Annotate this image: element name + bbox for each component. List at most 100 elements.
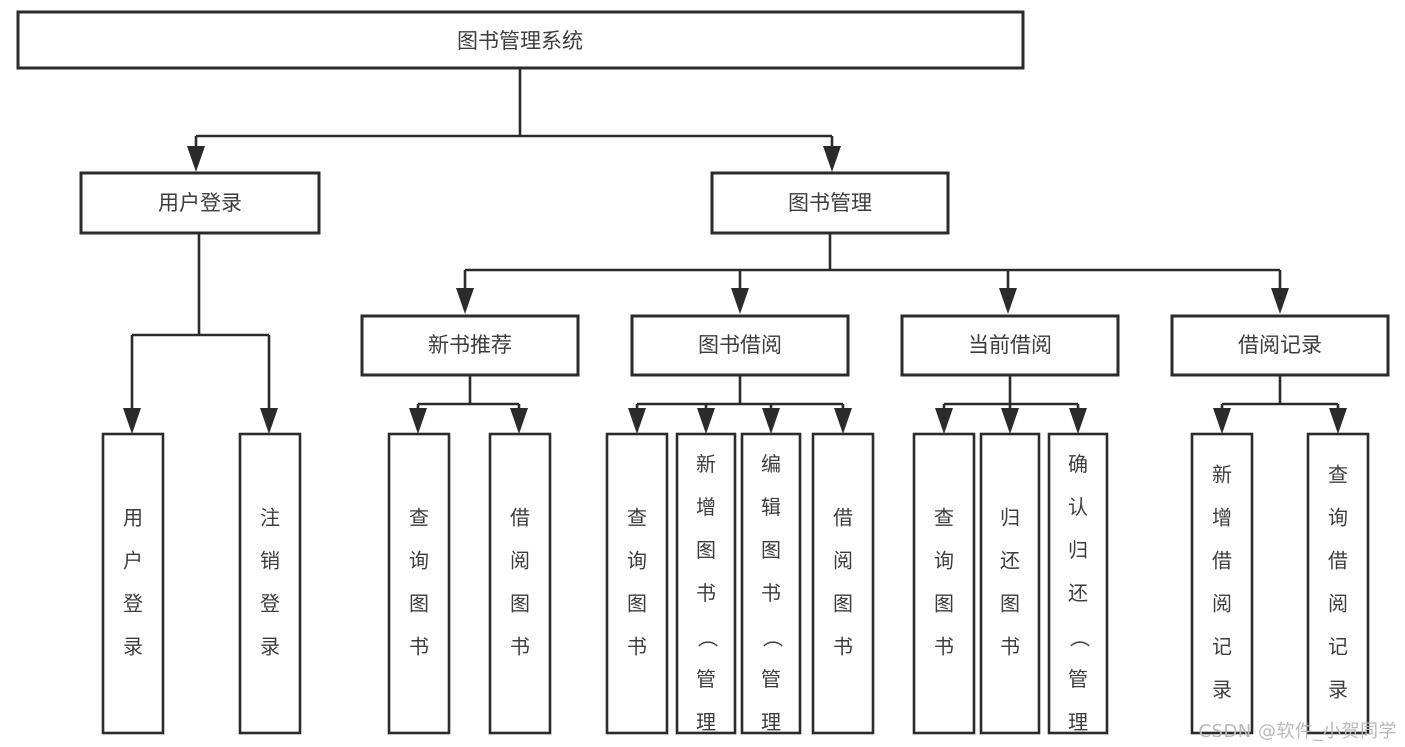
arrow-leaf-bookborrow-4 <box>834 408 852 434</box>
arrow-to-user-login <box>187 146 205 172</box>
leaf-current-borrow-2[interactable] <box>979 432 1041 735</box>
svg-text:归: 归 <box>1000 506 1020 530</box>
svg-text:询: 询 <box>1328 506 1348 530</box>
nodes-layer: 图书管理系统 用户登录 图书管理 新书推荐 图书借阅 <box>16 10 1390 735</box>
leaf-book-borrow-3[interactable] <box>740 432 802 735</box>
leaf-current-borrow-3-box[interactable] <box>1047 432 1109 735</box>
svg-text:增: 增 <box>696 495 716 519</box>
svg-text:记: 记 <box>1328 635 1348 659</box>
svg-text:辑: 辑 <box>761 495 781 519</box>
leaf-borrow-record-2[interactable] <box>1306 432 1370 735</box>
svg-text:销: 销 <box>260 549 280 573</box>
svg-text:录: 录 <box>123 635 143 659</box>
leaf-new-book-2[interactable] <box>488 432 552 735</box>
svg-text:理: 理 <box>696 710 716 734</box>
leaf-user-login-1-label: 用户登录 <box>123 506 143 659</box>
node-borrow-record[interactable]: 借阅记录 <box>1170 314 1390 377</box>
arrow-leaf-borrowrecord-1 <box>1213 408 1231 434</box>
svg-text:询: 询 <box>934 549 954 573</box>
node-borrow-record-box[interactable] <box>1170 314 1390 377</box>
leaf-current-borrow-3[interactable] <box>1047 432 1109 735</box>
svg-text:图: 图 <box>761 538 781 562</box>
leaf-book-borrow-1-box[interactable] <box>605 432 669 735</box>
leaf-user-login-2[interactable] <box>238 432 302 735</box>
svg-text:录: 录 <box>1212 678 1232 702</box>
node-new-book-recommend-box[interactable] <box>360 314 580 377</box>
arrow-leaf-currentborrow-3 <box>1069 408 1087 434</box>
svg-text:查: 查 <box>934 506 954 530</box>
node-book-borrow[interactable]: 图书借阅 <box>630 314 850 377</box>
leaf-new-book-1[interactable] <box>387 432 451 735</box>
svg-text:归: 归 <box>1068 538 1088 562</box>
svg-text:管: 管 <box>1068 667 1088 691</box>
svg-text:（: （ <box>1068 628 1092 648</box>
arrow-to-borrow-record <box>1271 288 1289 314</box>
svg-text:借: 借 <box>1328 549 1348 573</box>
svg-text:还: 还 <box>1000 549 1020 573</box>
svg-text:还: 还 <box>1068 581 1088 605</box>
leaf-book-borrow-4-box[interactable] <box>811 432 875 735</box>
leaf-borrow-record-1-box[interactable] <box>1190 432 1254 735</box>
leaf-user-login-1[interactable] <box>101 432 165 735</box>
leaf-book-borrow-3-box[interactable] <box>740 432 802 735</box>
node-root-box[interactable] <box>16 10 1025 70</box>
node-current-borrow[interactable]: 当前借阅 <box>900 314 1120 377</box>
svg-text:确: 确 <box>1068 452 1088 476</box>
arrow-leaf-user-login-2 <box>260 408 278 434</box>
node-root[interactable]: 图书管理系统 <box>16 10 1025 70</box>
node-new-book-recommend-label: 新书推荐 <box>428 333 512 357</box>
leaf-current-borrow-1[interactable] <box>912 432 976 735</box>
leaf-book-borrow-1[interactable] <box>605 432 669 735</box>
leaf-user-login-2-box[interactable] <box>238 432 302 735</box>
svg-text:增: 增 <box>1212 506 1232 530</box>
svg-text:书: 书 <box>761 581 781 605</box>
leaf-current-borrow-2-box[interactable] <box>979 432 1041 735</box>
svg-text:书: 书 <box>510 635 530 659</box>
node-book-manage-label: 图书管理 <box>788 191 872 215</box>
svg-text:注: 注 <box>260 506 280 530</box>
node-book-borrow-box[interactable] <box>630 314 850 377</box>
svg-text:新: 新 <box>1212 463 1232 487</box>
leaf-book-borrow-2[interactable] <box>675 432 737 735</box>
node-book-manage-box[interactable] <box>710 171 950 235</box>
svg-text:管: 管 <box>696 667 716 691</box>
node-user-login[interactable]: 用户登录 <box>79 171 321 235</box>
arrow-leaf-bookborrow-3 <box>762 408 780 434</box>
svg-text:记: 记 <box>1212 635 1232 659</box>
leaf-borrow-record-1[interactable] <box>1190 432 1254 735</box>
leaf-user-login-1-box[interactable] <box>101 432 165 735</box>
svg-text:图: 图 <box>510 592 530 616</box>
svg-text:书: 书 <box>833 635 853 659</box>
node-user-login-box[interactable] <box>79 171 321 235</box>
node-current-borrow-box[interactable] <box>900 314 1120 377</box>
node-new-book-recommend[interactable]: 新书推荐 <box>360 314 580 377</box>
svg-text:编: 编 <box>761 452 781 476</box>
leaf-current-borrow-1-box[interactable] <box>912 432 976 735</box>
leaf-book-borrow-4[interactable] <box>811 432 875 735</box>
svg-text:（: （ <box>696 628 720 648</box>
arrow-leaf-currentborrow-1 <box>935 408 953 434</box>
node-book-manage[interactable]: 图书管理 <box>710 171 950 235</box>
leaf-borrow-record-2-box[interactable] <box>1306 432 1370 735</box>
arrow-leaf-bookborrow-1 <box>628 408 646 434</box>
node-borrow-record-label: 借阅记录 <box>1238 333 1322 357</box>
node-current-borrow-label: 当前借阅 <box>968 333 1052 357</box>
svg-text:录: 录 <box>260 635 280 659</box>
leaf-book-borrow-2-box[interactable] <box>675 432 737 735</box>
leaf-new-book-1-box[interactable] <box>387 432 451 735</box>
svg-text:认: 认 <box>1068 495 1088 519</box>
arrow-leaf-currentborrow-2 <box>1001 408 1019 434</box>
svg-text:阅: 阅 <box>1328 592 1348 616</box>
svg-text:询: 询 <box>627 549 647 573</box>
svg-text:询: 询 <box>409 549 429 573</box>
svg-text:图: 图 <box>627 592 647 616</box>
leaf-new-book-2-box[interactable] <box>488 432 552 735</box>
